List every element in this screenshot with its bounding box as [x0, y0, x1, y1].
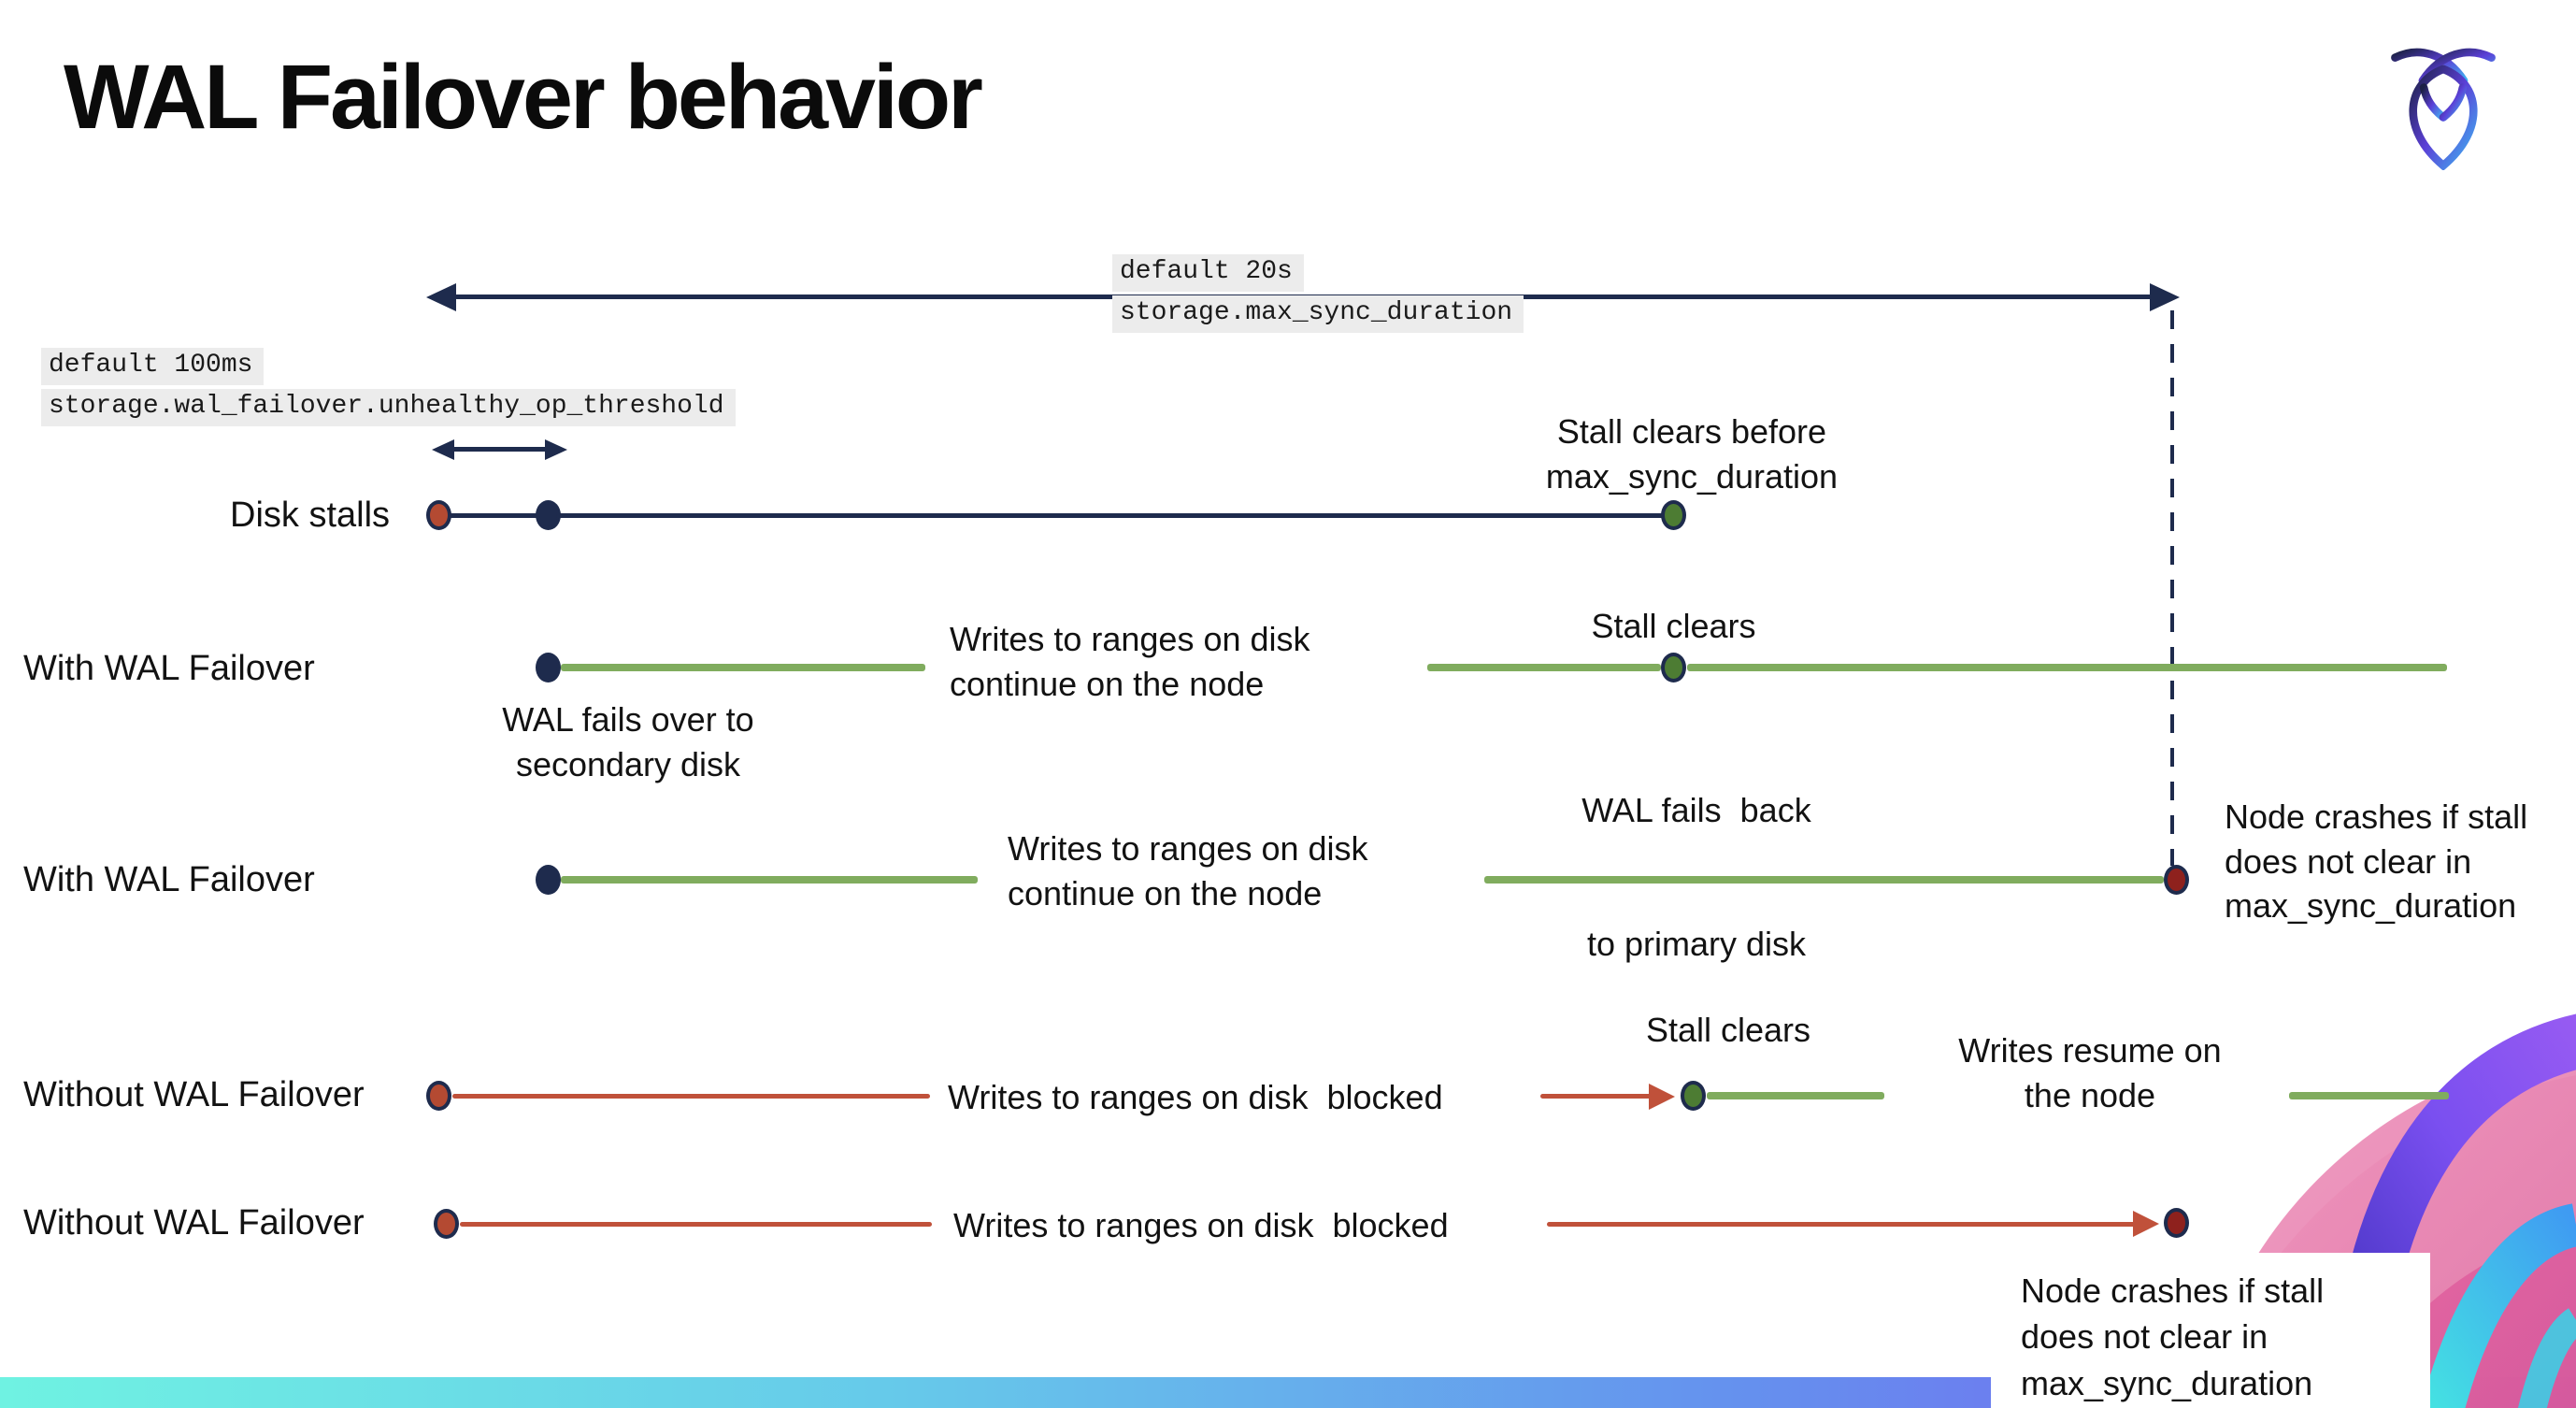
setting-name: storage.wal_failover.unhealthy_op_thresh… — [41, 389, 736, 426]
cockroach-logo-icon — [2391, 48, 2496, 170]
dashed-crash-line — [2170, 310, 2174, 866]
stall-clear-dot — [1661, 653, 1686, 682]
row-label-with-wal-failover: With WAL Failover — [23, 860, 315, 899]
writes-resume-line — [1707, 1092, 1884, 1099]
note-stall-clears: Stall clears — [1591, 607, 1756, 645]
stall-clear-dot — [1681, 1081, 1706, 1111]
arrow-head-right-icon — [2150, 283, 2180, 311]
arrow-head-right-icon — [2133, 1211, 2159, 1237]
page-title: WAL Failover behavior — [64, 46, 983, 148]
writes-blocked-line — [460, 1222, 932, 1227]
setting-name: storage.max_sync_duration — [1112, 295, 1524, 333]
writes-blocked-line — [1547, 1222, 2136, 1227]
note-writes-resume: Writes resume on the node — [1958, 1031, 2222, 1114]
row-label-disk-stalls: Disk stalls — [230, 496, 391, 535]
node-crash-dot — [2164, 865, 2189, 895]
disk-stall-start-dot — [426, 1081, 451, 1111]
max-sync-duration-setting-label: default 20s storage.max_sync_duration — [1112, 254, 1524, 337]
note-wal-fails-back: WAL fails back to primary disk — [1581, 791, 1811, 963]
arrow-head-right-icon — [1649, 1084, 1675, 1110]
failover-dot — [536, 653, 561, 682]
note-writes-continue: Writes to ranges on disk continue on the… — [950, 620, 1310, 703]
writes-continue-line — [1484, 876, 2164, 884]
arrow-head-right-icon — [545, 439, 567, 460]
writes-continue-line — [1427, 664, 1661, 671]
failover-trigger-dot — [536, 500, 561, 530]
stall-clear-dot — [1661, 500, 1686, 530]
writes-blocked-line — [452, 1094, 930, 1099]
unhealthy-op-threshold-setting-label: default 100ms storage.wal_failover.unhea… — [41, 348, 736, 430]
note-stall-clears-before: Stall clears before max_sync_duration — [1545, 412, 1839, 496]
writes-blocked-line — [1540, 1094, 1653, 1099]
writes-continue-line — [561, 664, 925, 671]
setting-default-value: default 100ms — [41, 348, 265, 385]
node-crash-dot — [2164, 1208, 2189, 1238]
row-label-with-wal-failover: With WAL Failover — [23, 649, 315, 688]
disk-stall-timeline — [438, 513, 1673, 518]
note-writes-blocked: Writes to ranges on disk blocked — [948, 1078, 1443, 1116]
writes-continue-line — [561, 876, 978, 884]
note-node-crashes: Node crashes if stall does not clear in … — [2021, 1272, 2325, 1402]
disk-stall-start-dot — [434, 1209, 459, 1239]
setting-default-value: default 20s — [1112, 254, 1304, 292]
note-writes-continue: Writes to ranges on disk continue on the… — [1008, 829, 1368, 912]
arrow-head-left-icon — [426, 283, 456, 311]
row-label-without-wal-failover: Without WAL Failover — [23, 1075, 365, 1114]
node-crash-note-box: Node crashes if stall does not clear in … — [1991, 1253, 2430, 1408]
note-writes-blocked: Writes to ranges on disk blocked — [953, 1206, 1449, 1244]
note-wal-fails-over: WAL fails over to secondary disk — [502, 700, 754, 783]
writes-continue-line — [1687, 664, 2447, 671]
disk-stall-start-dot — [426, 500, 451, 530]
note-node-crashes: Node crashes if stall does not clear in … — [2225, 797, 2528, 926]
arrow-head-left-icon — [432, 439, 454, 460]
note-stall-clears: Stall clears — [1645, 1011, 1811, 1049]
threshold-arrow-line — [449, 447, 549, 452]
failover-dot — [536, 865, 561, 895]
writes-resume-line — [2289, 1092, 2449, 1099]
row-label-without-wal-failover: Without WAL Failover — [23, 1203, 365, 1243]
